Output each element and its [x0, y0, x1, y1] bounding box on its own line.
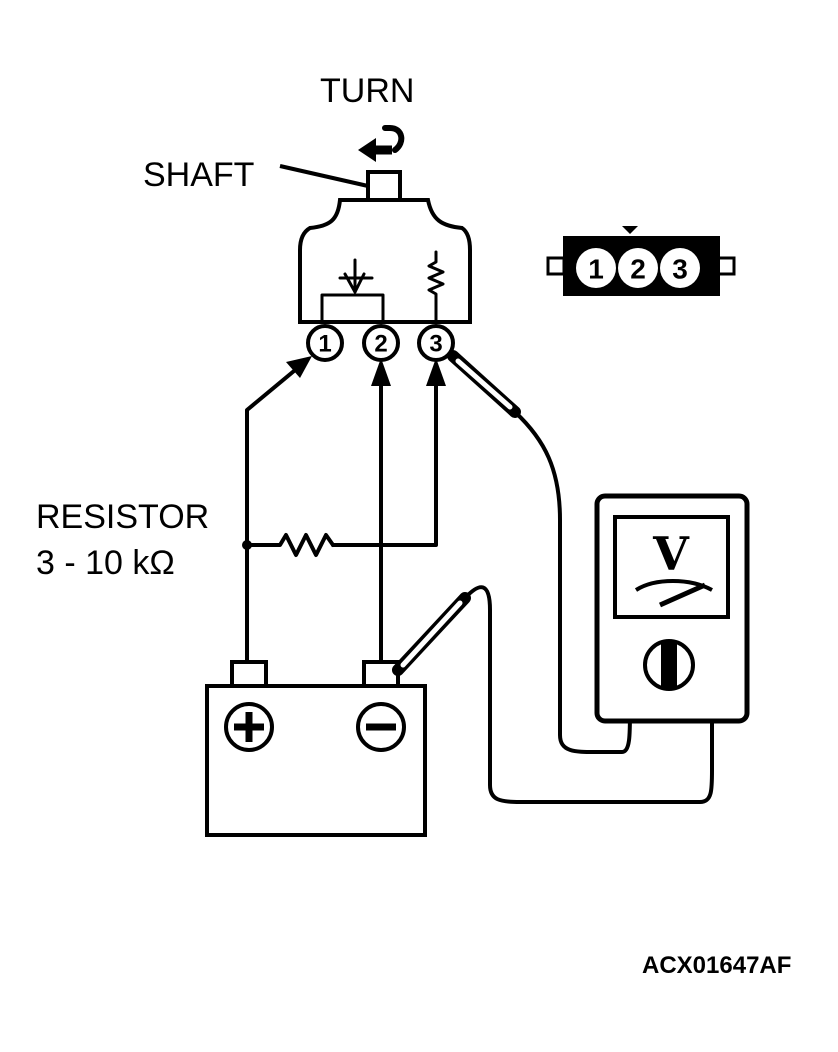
connector-pin-label: 2: [630, 254, 646, 285]
selector-knob-icon: [643, 639, 695, 691]
connector-icon: 1 2 3: [546, 226, 736, 296]
sensor-shaft: [366, 170, 402, 202]
sensor-terminal-2: 2: [362, 324, 400, 362]
minus-icon: [356, 702, 406, 752]
external-resistor-icon: [242, 533, 335, 557]
resistor-label: RESISTOR: [36, 498, 209, 536]
wire-battery-negative-to-pin2: [371, 358, 391, 667]
sensor-resistor-icon: [427, 250, 445, 324]
resistor-value-label: 3 - 10 kΩ: [36, 544, 175, 582]
rotation-arrow-icon: [358, 125, 405, 162]
voltmeter: V: [594, 493, 750, 724]
plus-icon: [224, 702, 274, 752]
sensor-pin-label: 2: [374, 331, 387, 358]
shaft-leader-line: [279, 164, 369, 188]
sensor-pin-label: 3: [429, 331, 442, 358]
meter-v-label: V: [652, 527, 690, 581]
wire-resistor-to-pin3: [331, 358, 446, 547]
connector-pin-label: 3: [672, 254, 688, 285]
turn-label: TURN: [320, 72, 414, 110]
figure-code: ACX01647AF: [642, 952, 791, 979]
sensor-terminal-1: 1: [306, 324, 344, 362]
shaft-label: SHAFT: [143, 156, 254, 194]
sensor-switch-icon: [320, 258, 385, 324]
sensor-pin-label: 1: [318, 331, 331, 358]
throttle-position-sensor: 1 2 3: [298, 170, 472, 362]
connector-pin-label: 1: [588, 254, 604, 285]
battery: [205, 660, 427, 837]
wire-battery-positive-to-pin1: [245, 356, 312, 667]
